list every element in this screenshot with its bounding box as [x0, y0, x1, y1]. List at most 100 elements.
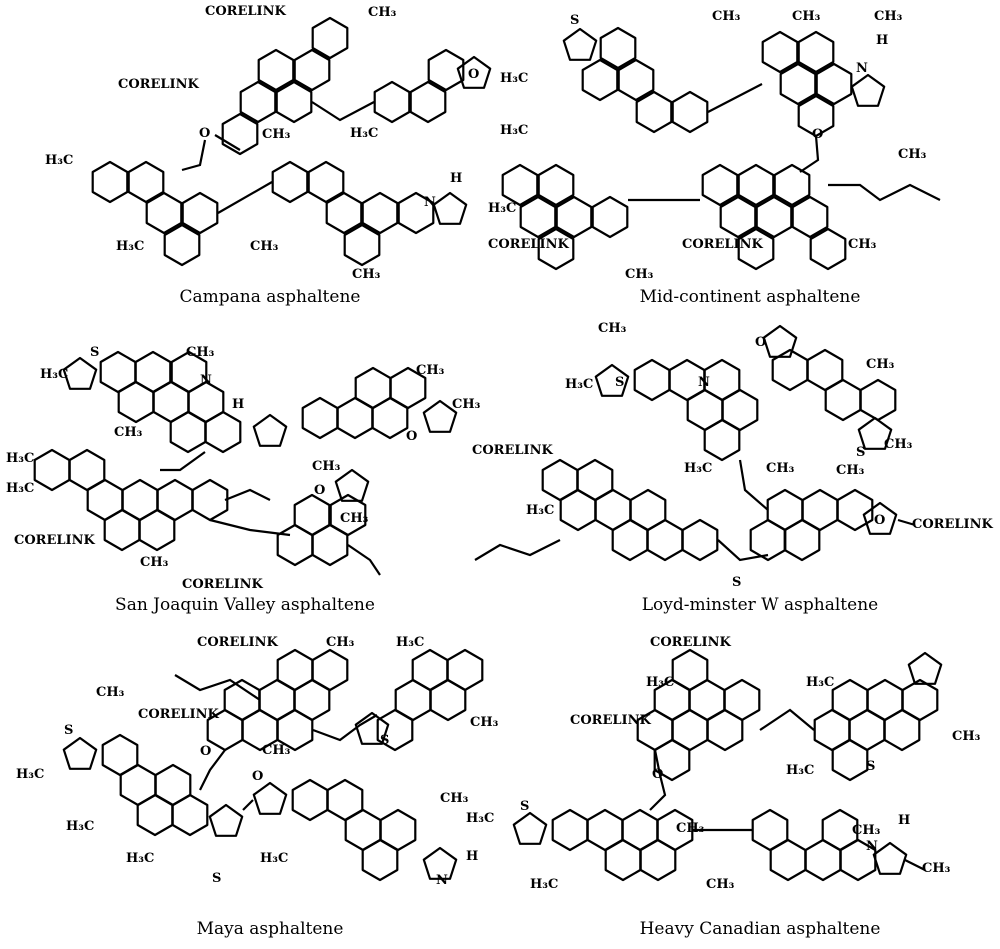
- atom-label: CH₃: [852, 823, 881, 838]
- five-membered-ring: [562, 27, 598, 61]
- atom-label: H₃C: [350, 126, 378, 141]
- atom-label: N: [866, 839, 878, 854]
- atom-label: CH₃: [866, 357, 895, 372]
- atom-label: O: [755, 335, 766, 350]
- atom-label: S: [64, 723, 73, 738]
- atom-label: H₃C: [126, 851, 154, 866]
- atom-label: H: [876, 33, 888, 48]
- five-membered-ring: [354, 711, 390, 745]
- six-membered-ring: [204, 410, 242, 454]
- atom-label: CH₃: [706, 877, 735, 892]
- bond: [347, 544, 381, 576]
- five-membered-ring: [456, 55, 492, 89]
- six-membered-ring: [581, 58, 619, 102]
- six-membered-ring: [604, 838, 642, 882]
- atom-label: O: [252, 769, 263, 784]
- atom-label: CH₃: [792, 9, 821, 24]
- atom-label: H₃C: [66, 819, 94, 834]
- six-membered-ring: [591, 195, 629, 239]
- six-membered-ring: [749, 518, 787, 562]
- six-membered-ring: [769, 838, 807, 882]
- six-membered-ring: [656, 808, 694, 852]
- atom-label: CH₃: [848, 237, 877, 252]
- six-membered-ring: [429, 678, 467, 722]
- five-membered-ring: [252, 413, 288, 447]
- six-membered-ring: [779, 62, 817, 106]
- bond: [224, 488, 271, 502]
- atom-label: CH₃: [262, 127, 291, 142]
- six-membered-ring: [181, 191, 219, 235]
- atom-label: CH₃: [874, 9, 903, 24]
- bond: [799, 135, 820, 173]
- six-membered-ring: [646, 518, 684, 562]
- six-membered-ring: [836, 488, 874, 532]
- six-membered-ring: [361, 838, 399, 882]
- bond: [199, 749, 226, 791]
- five-membered-ring: [432, 191, 468, 225]
- atom-label: CH₃: [922, 861, 951, 876]
- bond: [242, 799, 254, 811]
- atom-label: H₃C: [684, 461, 712, 476]
- six-membered-ring: [791, 195, 829, 239]
- six-membered-ring: [883, 708, 921, 752]
- six-membered-ring: [701, 163, 739, 207]
- atom-label: CORELINK: [488, 237, 569, 252]
- six-membered-ring: [501, 163, 539, 207]
- bond: [738, 459, 769, 511]
- atom-label: S: [212, 871, 221, 886]
- six-membered-ring: [427, 48, 465, 92]
- six-membered-ring: [824, 378, 862, 422]
- atom-label: CH₃: [140, 555, 169, 570]
- six-membered-ring: [633, 358, 671, 402]
- atom-label: N: [436, 873, 448, 888]
- five-membered-ring: [512, 811, 548, 845]
- six-membered-ring: [170, 350, 208, 394]
- atom-label: H₃C: [646, 675, 674, 690]
- bond: [904, 859, 926, 871]
- atom-label: CH₃: [186, 345, 215, 360]
- six-membered-ring: [293, 493, 331, 537]
- six-membered-ring: [737, 163, 775, 207]
- six-membered-ring: [409, 80, 447, 124]
- bond: [174, 674, 261, 701]
- bond: [474, 539, 561, 561]
- atom-label: S: [380, 733, 389, 748]
- five-membered-ring: [857, 416, 893, 450]
- atom-label: H: [898, 813, 910, 828]
- six-membered-ring: [809, 227, 847, 271]
- bond: [707, 83, 763, 113]
- atom-label: H₃C: [806, 675, 834, 690]
- five-membered-ring: [872, 841, 908, 875]
- atom-label: O: [314, 483, 325, 498]
- bond: [311, 101, 375, 122]
- six-membered-ring: [831, 738, 869, 782]
- six-membered-ring: [537, 163, 575, 207]
- atom-label: H: [450, 171, 462, 186]
- atom-label: N: [856, 61, 868, 76]
- atom-label: CH₃: [452, 397, 481, 412]
- six-membered-ring: [653, 738, 691, 782]
- six-membered-ring: [815, 62, 853, 106]
- six-membered-ring: [145, 191, 183, 235]
- atom-label: H₃C: [565, 377, 593, 392]
- atom-label: CH₃: [262, 743, 291, 758]
- atom-label: S: [570, 13, 579, 28]
- six-membered-ring: [551, 808, 589, 852]
- atom-label: H₃C: [260, 851, 288, 866]
- atom-label: H: [466, 849, 478, 864]
- atom-label: CH₃: [114, 425, 143, 440]
- six-membered-ring: [169, 410, 207, 454]
- five-membered-ring: [252, 781, 288, 815]
- atom-label: H₃C: [500, 71, 528, 86]
- atom-label: H₃C: [6, 451, 34, 466]
- six-membered-ring: [755, 195, 793, 239]
- six-membered-ring: [537, 227, 575, 271]
- atom-label: O: [874, 513, 885, 528]
- bond: [649, 749, 667, 811]
- six-membered-ring: [376, 708, 414, 752]
- atom-label: CH₃: [598, 321, 627, 336]
- six-membered-ring: [325, 191, 363, 235]
- six-membered-ring: [773, 163, 811, 207]
